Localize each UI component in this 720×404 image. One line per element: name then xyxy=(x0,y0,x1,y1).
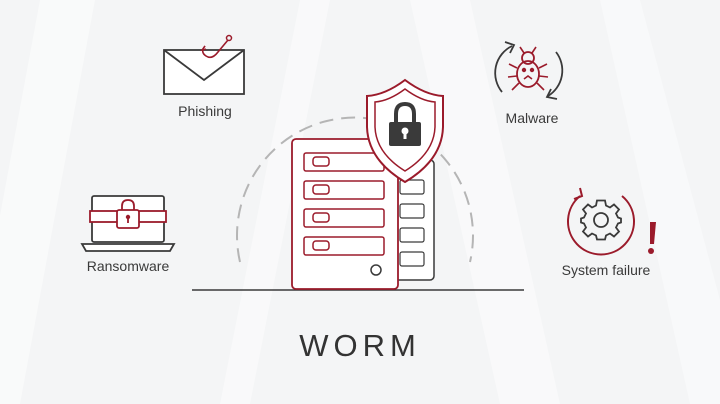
label-malware: Malware xyxy=(505,110,559,126)
shield-lock-icon xyxy=(366,78,444,184)
label-ransomware: Ransomware xyxy=(86,258,170,274)
label-system-failure: System failure xyxy=(561,262,651,278)
storage-server-icon xyxy=(291,138,435,290)
bug-cycle-icon xyxy=(494,41,564,100)
locked-laptop-icon xyxy=(80,195,176,252)
envelope-hook-icon xyxy=(163,34,245,95)
dashed-orbit xyxy=(236,116,474,263)
label-phishing: Phishing xyxy=(178,103,232,119)
gear-warning-icon xyxy=(567,187,656,256)
diagram-title: WORM xyxy=(299,328,421,363)
